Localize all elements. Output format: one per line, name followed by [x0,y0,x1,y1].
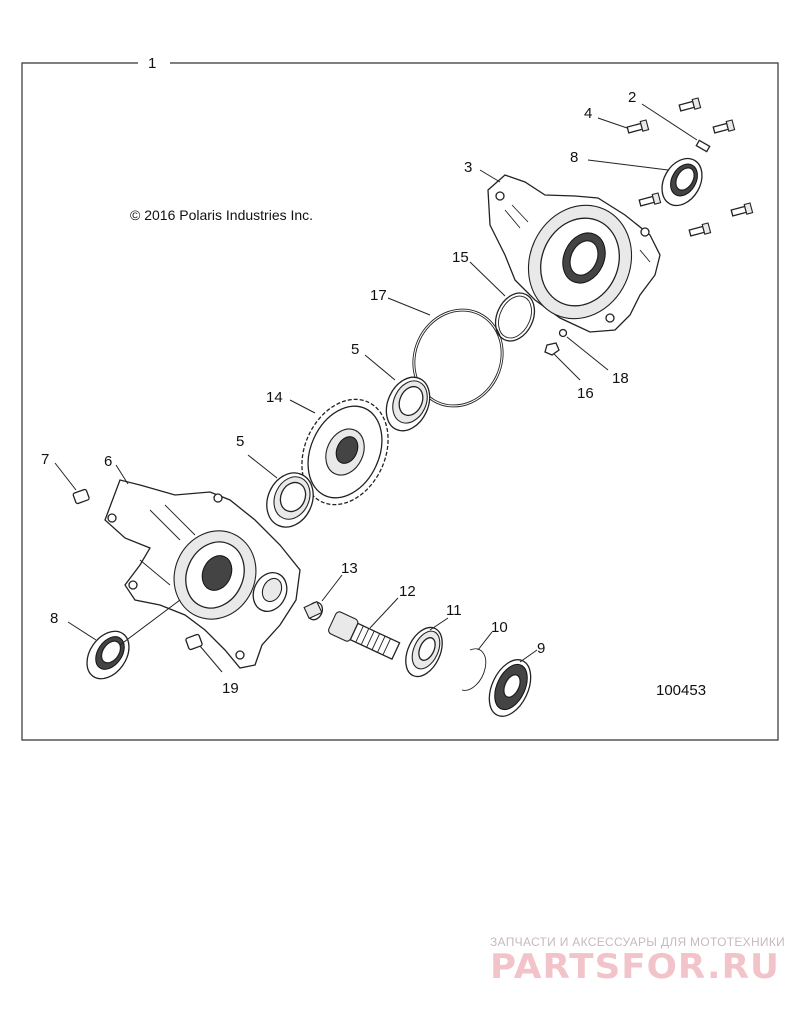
callout-17: 17 [370,287,387,304]
callout-8-lower: 8 [50,610,58,627]
figure-number: 100453 [656,682,706,699]
bearing-lower-part [266,472,314,528]
callout-2: 2 [628,89,636,106]
copyright-text: © 2016 Polaris Industries Inc. [130,207,313,223]
watermark-tagline: ЗАПЧАСТИ И АКСЕССУАРЫ ДЛЯ МОТОТЕХНИКИ [490,935,785,949]
o-ring-large-part [412,308,504,408]
callout-3: 3 [464,159,472,176]
housing-cover-part [487,174,661,333]
pinion-shaft-part [328,611,401,661]
main-housing-part [104,479,301,669]
vent-plug-part [72,488,90,505]
callout-19: 19 [222,680,239,697]
watermark-brand: PARTSFOR.RU [490,947,780,987]
callout-15: 15 [452,249,469,266]
callout-5-upper: 5 [351,341,359,358]
drain-plug-part [544,328,568,356]
bearing-upper-part [385,376,431,432]
callout-12: 12 [399,583,416,600]
dowel-pin-part [695,139,711,153]
needle-bearing-part [303,600,324,621]
fill-plug-part [185,633,203,651]
pinion-bearing-part [405,626,443,678]
callout-16: 16 [577,385,594,402]
callout-6: 6 [104,453,112,470]
oil-seal-lower-part [86,630,130,680]
callout-13: 13 [341,560,358,577]
oil-seal-upper-part [661,157,703,207]
bolt-parts [626,97,754,237]
assembly-frame [21,62,779,741]
callout-4: 4 [584,105,592,122]
callout-7: 7 [41,451,49,468]
callout-8-upper: 8 [570,149,578,166]
callout-9: 9 [537,640,545,657]
callout-11: 11 [446,602,462,619]
ring-gear-part [301,398,389,506]
pinion-seal-part [488,659,532,717]
retaining-ring-part [461,648,487,691]
callout-14: 14 [266,389,283,406]
callout-5-lower: 5 [236,433,244,450]
callout-18: 18 [612,370,629,387]
callout-1: 1 [148,55,156,72]
callout-10: 10 [491,619,508,636]
o-ring-small-part [494,292,536,342]
